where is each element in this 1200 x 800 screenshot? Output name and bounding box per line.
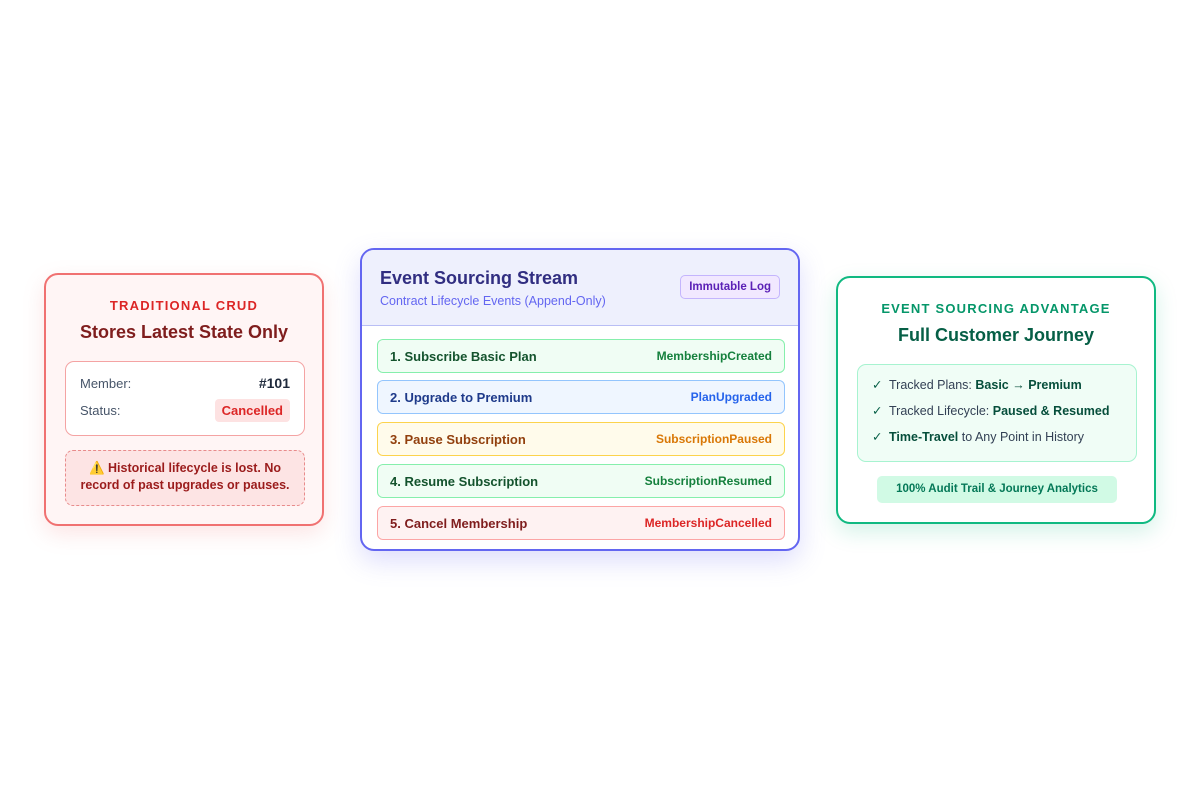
lifecycle-lost-warning: ⚠️ Historical lifecycle is lost. No reco… <box>65 450 305 506</box>
event-step: 3. Pause Subscription <box>390 431 526 447</box>
event-row: 4. Resume Subscription SubscriptionResume… <box>377 464 785 498</box>
event-type-tag: MembershipCancelled <box>644 516 772 530</box>
member-label: Member: <box>80 375 132 391</box>
member-row: Member: #101 <box>80 375 290 391</box>
traditional-crud-card: TRADITIONAL CRUD Stores Latest State Onl… <box>44 273 324 526</box>
event-type-tag: SubscriptionResumed <box>644 474 772 488</box>
warning-text: Historical lifecycle is lost. No record … <box>80 461 290 492</box>
event-row: 3. Pause Subscription SubscriptionPaused <box>377 422 785 456</box>
event-type-tag: PlanUpgraded <box>690 390 772 404</box>
advantage-item-pre: Tracked Plans: <box>889 378 976 392</box>
advantage-item-post: to Any Point in History <box>958 430 1085 444</box>
event-sourcing-stream-card: Event Sourcing Stream Contract Lifecycle… <box>360 248 800 551</box>
member-value: #101 <box>258 375 290 391</box>
advantage-list: ✓ Tracked Plans: Basic → Premium ✓ Tracked … <box>857 364 1137 462</box>
event-step: 4. Resume Subscription <box>390 473 539 489</box>
event-step: 2. Upgrade to Premium <box>390 389 533 405</box>
event-step: 1. Subscribe Basic Plan <box>390 348 537 364</box>
crud-state-box: Member: #101 Status: Cancelled <box>65 361 305 436</box>
stream-subtitle: Contract Lifecycle Events (Append-Only) <box>380 294 606 308</box>
event-row: 5. Cancel Membership MembershipCancelled <box>377 506 785 540</box>
advantage-item-bold: Time-Travel <box>889 430 959 444</box>
status-badge: Cancelled <box>214 399 290 422</box>
crud-title: Stores Latest State Only <box>79 322 289 342</box>
event-type-tag: MembershipCreated <box>656 349 772 363</box>
status-label: Status: <box>80 403 121 418</box>
status-row: Status: Cancelled <box>80 399 290 422</box>
event-type-tag: SubscriptionPaused <box>655 432 772 446</box>
advantage-item-bold: Paused & Resumed <box>992 404 1110 418</box>
check-icon: ✓ <box>872 430 883 444</box>
advantage-item-bold: Basic → Premium <box>975 378 1082 392</box>
advantage-item: ✓ Tracked Plans: Basic → Premium <box>858 375 1136 401</box>
advantage-kicker: EVENT SOURCING ADVANTAGE <box>881 301 1111 316</box>
stream-title: Event Sourcing Stream <box>380 268 579 288</box>
advantage-item: ✓ Time-Travel to Any Point in History <box>858 427 1136 453</box>
event-row: 2. Upgrade to Premium PlanUpgraded <box>377 380 785 414</box>
event-sourcing-advantage-card: EVENT SOURCING ADVANTAGE Full Customer J… <box>836 276 1156 524</box>
immutable-log-badge: Immutable Log <box>680 275 780 299</box>
check-icon: ✓ <box>872 404 883 418</box>
event-step: 5. Cancel Membership <box>390 515 528 531</box>
warning-icon: ⚠️ <box>88 461 105 475</box>
advantage-item-pre: Tracked Lifecycle: <box>889 404 993 418</box>
stream-header: Event Sourcing Stream Contract Lifecycle… <box>362 250 798 326</box>
check-icon: ✓ <box>872 378 883 392</box>
advantage-item: ✓ Tracked Lifecycle: Paused & Resumed <box>858 401 1136 427</box>
audit-trail-badge: 100% Audit Trail & Journey Analytics <box>877 476 1117 503</box>
event-row: 1. Subscribe Basic Plan MembershipCreated <box>377 339 785 373</box>
crud-kicker: TRADITIONAL CRUD <box>109 298 259 313</box>
advantage-title: Full Customer Journey <box>897 325 1095 345</box>
